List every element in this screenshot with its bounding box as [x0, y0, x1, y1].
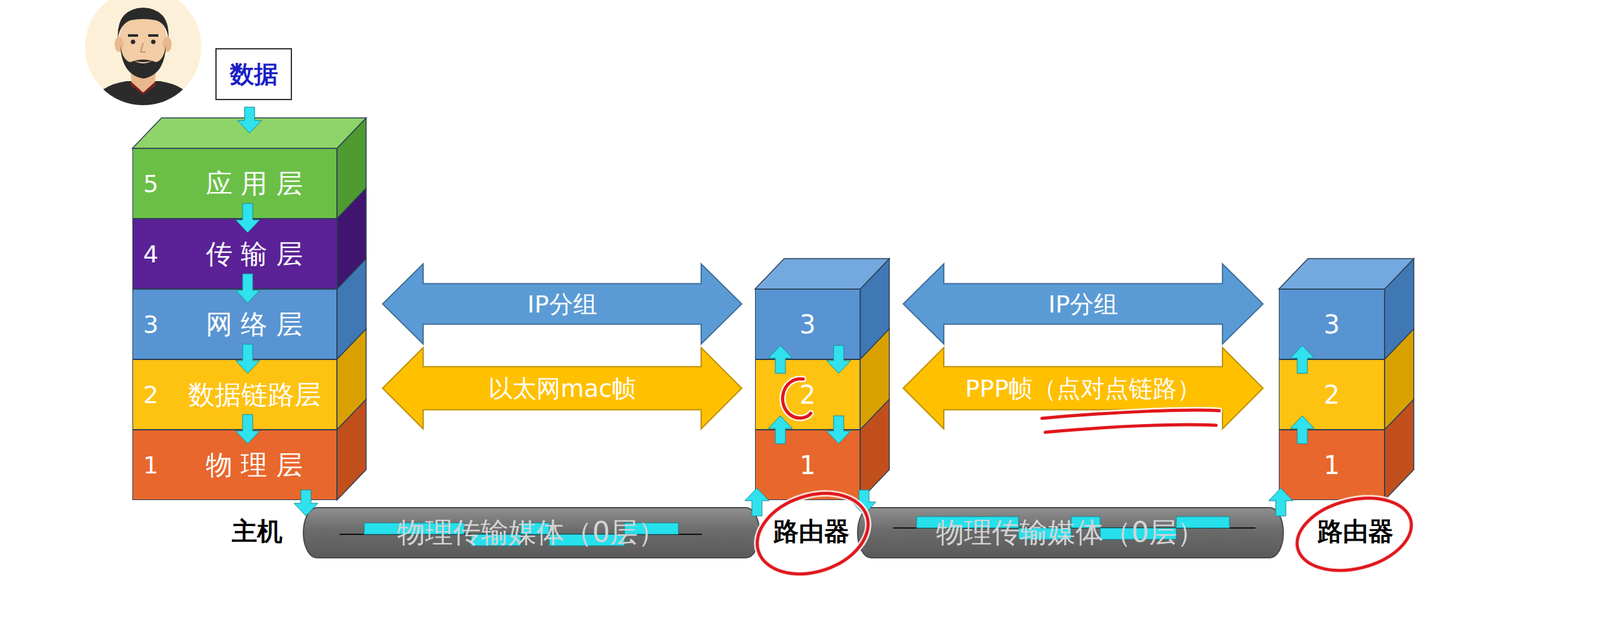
signal-wave — [339, 522, 702, 546]
annotation-halo — [746, 378, 1419, 588]
signal-wave — [893, 516, 1256, 540]
layer-number: 3 — [1323, 309, 1340, 339]
router-layer: 3 — [1278, 288, 1385, 360]
flow-arrow — [235, 273, 260, 303]
router-layer: 2 — [755, 359, 861, 430]
box-top-face — [1278, 258, 1414, 289]
flow-arrow — [235, 203, 260, 233]
flow-arrow — [826, 345, 851, 374]
protocol-layer: 1 物 理 层 — [132, 429, 337, 500]
layer-number: 4 — [143, 240, 159, 268]
router-label: 路由器 — [1317, 513, 1394, 549]
box-side-face — [336, 399, 367, 500]
medium-name: 物理传输媒体（0层） — [397, 513, 666, 552]
box-side-face — [336, 328, 367, 430]
layer-name: 数据链路层 — [172, 376, 337, 413]
box-side-face — [336, 188, 367, 289]
transmission-medium: 物理传输媒体（0层） — [302, 506, 761, 559]
flow-arrow — [768, 345, 793, 374]
flow-arrow — [1268, 487, 1293, 516]
flow-arrow — [768, 415, 793, 444]
layer-number: 3 — [143, 310, 159, 339]
protocol-layer: 2 数据链路层 — [132, 359, 337, 430]
router-layer: 3 — [755, 288, 861, 360]
edge-label: IP分组 — [1048, 287, 1118, 320]
router-layer: 1 — [755, 429, 861, 500]
router-label: 路由器 — [773, 513, 850, 549]
layer-number: 3 — [799, 309, 816, 339]
flow-arrow — [237, 107, 262, 134]
router-layer: 2 — [1278, 359, 1385, 430]
box-side-face — [1384, 258, 1414, 360]
edge-label: IP分组 — [526, 287, 597, 320]
flow-arrow — [235, 343, 260, 374]
flow-arrow — [235, 414, 260, 444]
avatar-figure — [88, 7, 198, 111]
box-text: 数据 — [229, 58, 279, 91]
layer-number: 1 — [799, 450, 816, 480]
router-layer: 1 — [1278, 429, 1385, 500]
data-box: 数据 — [215, 48, 293, 101]
layer-number: 2 — [1323, 380, 1340, 410]
layer-number: 2 — [143, 380, 159, 409]
box-side-face — [860, 399, 890, 500]
layer-number: 1 — [1323, 450, 1340, 480]
box-side-face — [860, 258, 890, 360]
protocol-layer: 5 应 用 层 — [132, 148, 337, 219]
layer-name: 物 理 层 — [172, 447, 337, 483]
host-label: 主机 — [231, 513, 283, 549]
layer-number: 5 — [143, 169, 159, 198]
annotation-mark — [746, 378, 1419, 588]
protocol-layer: 3 网 络 层 — [132, 288, 337, 360]
frame-double-arrow — [903, 347, 1264, 429]
box-side-face — [336, 258, 367, 360]
layer-number: 2 — [799, 380, 816, 410]
frame-double-arrow — [903, 264, 1264, 344]
frame-double-arrow — [382, 347, 742, 429]
box-side-face — [336, 117, 367, 219]
edge-label: 以太网mac帧 — [488, 371, 636, 405]
edge-label: PPP帧（点对点链路） — [965, 371, 1202, 405]
layer-name: 应 用 层 — [172, 165, 337, 202]
avatar-bg — [84, 0, 202, 106]
box-top-face — [132, 117, 367, 149]
frame-double-arrow — [382, 264, 742, 344]
box-side-face — [1384, 399, 1414, 500]
protocol-layer: 4 传 输 层 — [132, 218, 337, 289]
flow-arrow — [851, 489, 877, 515]
transmission-medium: 物理传输媒体（0层） — [857, 506, 1284, 559]
medium-name: 物理传输媒体（0层） — [936, 513, 1205, 552]
layer-number: 1 — [143, 450, 159, 479]
flow-arrow — [744, 487, 769, 516]
layer-name: 传 输 层 — [172, 236, 337, 272]
flow-arrow — [1290, 345, 1315, 374]
flow-arrow — [826, 415, 851, 444]
layer-name: 网 络 层 — [172, 306, 337, 343]
flow-arrow — [293, 489, 318, 516]
box-side-face — [860, 328, 890, 430]
box-side-face — [1384, 328, 1414, 430]
box-top-face — [755, 258, 890, 289]
flow-arrow — [1290, 415, 1315, 444]
